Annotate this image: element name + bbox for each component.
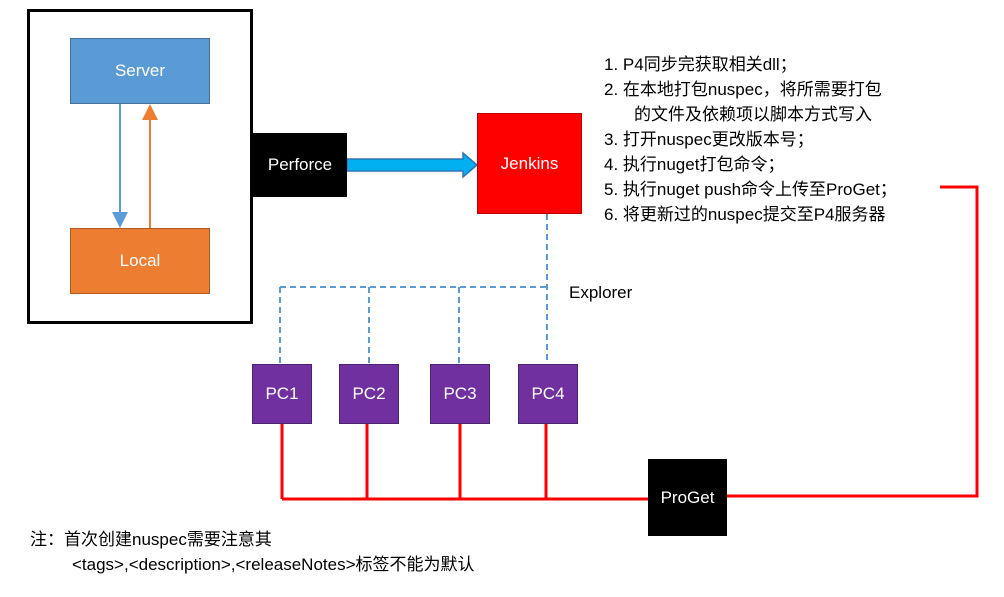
source-control-frame bbox=[27, 9, 253, 324]
step-item: 4. 执行nuget打包命令； bbox=[604, 155, 785, 174]
build-steps-list: 1. P4同步完获取相关dll； 2. 在本地打包nuspec，将所需要打包 的… bbox=[604, 52, 897, 227]
step-item: 1. P4同步完获取相关dll； bbox=[604, 55, 797, 74]
step-item: 6. 将更新过的nuspec提交至P4服务器 bbox=[604, 205, 886, 224]
step-item: 5. 执行nuget push命令上传至ProGet； bbox=[604, 180, 897, 199]
step-item: 2. 在本地打包nuspec，将所需要打包 bbox=[604, 80, 882, 99]
server-node: Server bbox=[70, 38, 210, 104]
local-node: Local bbox=[70, 228, 210, 294]
note-line: 注：首次创建nuspec需要注意其 bbox=[30, 530, 272, 549]
pc3-node: PC3 bbox=[430, 364, 490, 424]
proget-node: ProGet bbox=[648, 459, 727, 536]
perforce-to-jenkins-arrow bbox=[346, 151, 479, 179]
step-item: 3. 打开nuspec更改版本号； bbox=[604, 130, 814, 149]
explorer-label: Explorer bbox=[569, 283, 633, 302]
step-item-continuation: 的文件及依赖项以脚本方式写入 bbox=[634, 105, 872, 124]
jenkins-node: Jenkins bbox=[477, 113, 582, 214]
note: 注：首次创建nuspec需要注意其 <tags>,<description>,<… bbox=[30, 527, 475, 577]
perforce-node: Perforce bbox=[253, 133, 347, 197]
explorer-links bbox=[279, 214, 548, 364]
pc2-node: PC2 bbox=[339, 364, 399, 424]
proget-network bbox=[280, 185, 979, 501]
note-line: <tags>,<description>,<releaseNotes>标签不能为… bbox=[72, 555, 475, 574]
pc4-node: PC4 bbox=[518, 364, 578, 424]
pc1-node: PC1 bbox=[252, 364, 312, 424]
